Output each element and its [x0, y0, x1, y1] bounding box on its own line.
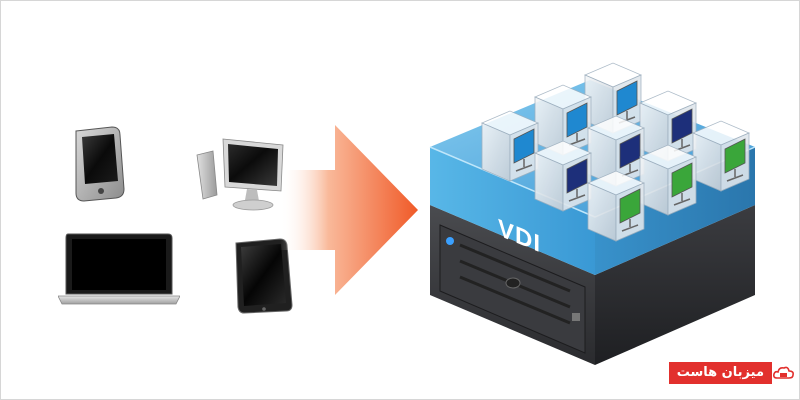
- virtual-machine-icon: [533, 140, 593, 212]
- virtual-machine-icon: [533, 84, 593, 156]
- brand-watermark: میزبان هاست: [668, 362, 796, 384]
- desktop-computer-icon: [195, 135, 290, 215]
- virtual-machine-icon: [691, 120, 751, 192]
- virtual-machine-icon: [638, 144, 698, 216]
- cloud-logo-icon: [772, 362, 796, 384]
- flow-arrow: [280, 125, 420, 300]
- smartphone-icon: [70, 125, 128, 205]
- tablet-icon: [234, 237, 296, 315]
- virtual-machine-icon: [480, 110, 540, 182]
- vdi-server: VDI: [400, 35, 780, 370]
- brand-name: میزبان هاست: [668, 362, 772, 384]
- laptop-icon: [58, 232, 180, 308]
- virtual-machine-icon: [586, 170, 646, 242]
